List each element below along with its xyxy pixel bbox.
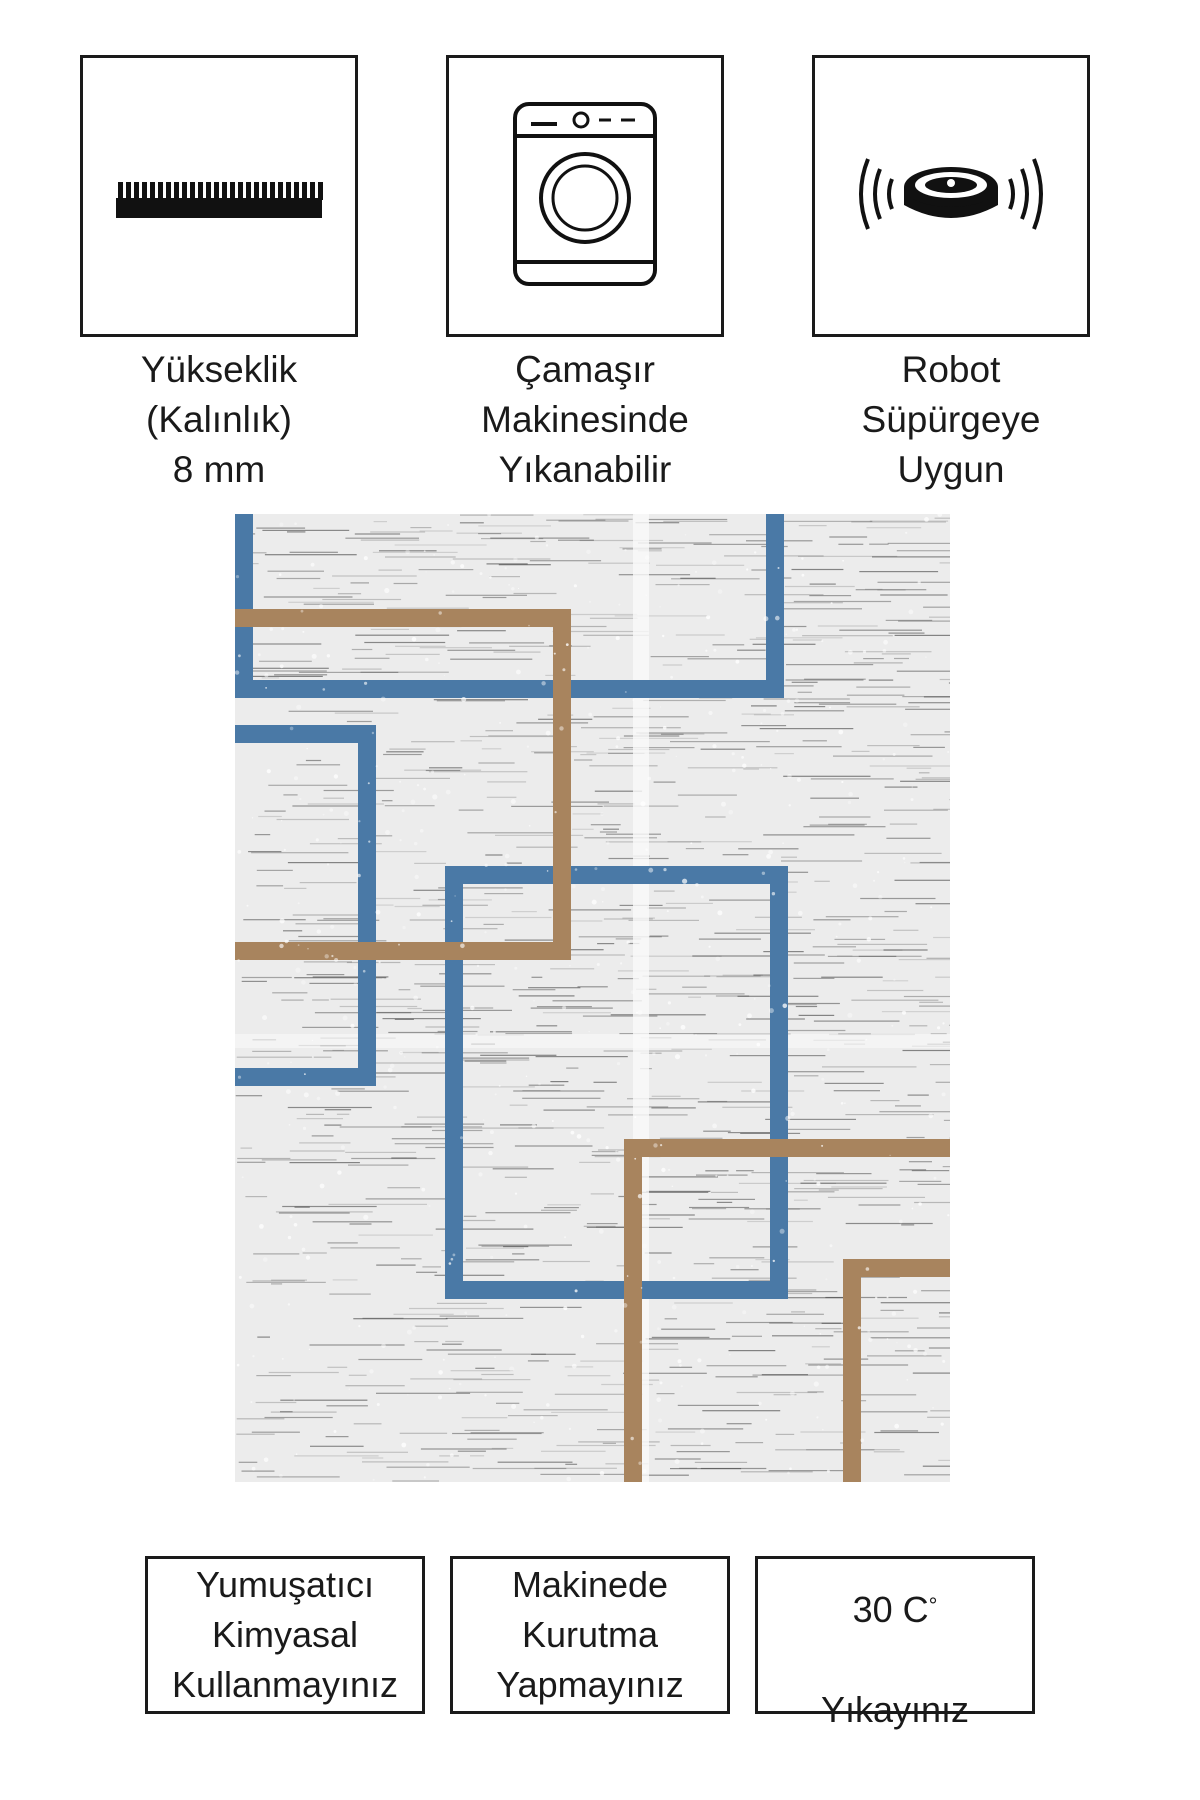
pile-height-box	[80, 55, 358, 337]
washable-box	[446, 55, 724, 337]
wash-instruction: Yıkayınız	[820, 1689, 970, 1730]
no-softener-label: Yumuşatıcı Kimyasal Kullanmayınız	[171, 1564, 399, 1705]
robot-vacuum-label: Robot Süpürgeye Uygun	[861, 349, 1041, 490]
no-tumble-dry-box: Makinede Kurutma Yapmayınız	[450, 1556, 730, 1714]
wash-30-box: 30 C° Yıkayınız	[755, 1556, 1035, 1730]
no-softener-box: Yumuşatıcı Kimyasal Kullanmayınız	[145, 1556, 425, 1714]
pile-height-icon	[104, 154, 334, 239]
washable-label: Çamaşır Makinesinde Yıkanabilir	[481, 349, 689, 490]
pile-height-label: Yükseklik (Kalınlık) 8 mm	[140, 349, 298, 490]
washing-machine-icon	[505, 94, 665, 299]
robot-vacuum-box	[812, 55, 1090, 337]
wash-temperature: 30 C	[852, 1589, 929, 1630]
no-tumble-dry-label: Makinede Kurutma Yapmayınız	[496, 1564, 684, 1705]
degree-symbol: °	[928, 1593, 938, 1618]
wash-30-label: 30 C° Yıkayınız	[821, 1535, 969, 1735]
rug-image	[235, 514, 950, 1482]
robot-vacuum-icon	[846, 139, 1056, 254]
